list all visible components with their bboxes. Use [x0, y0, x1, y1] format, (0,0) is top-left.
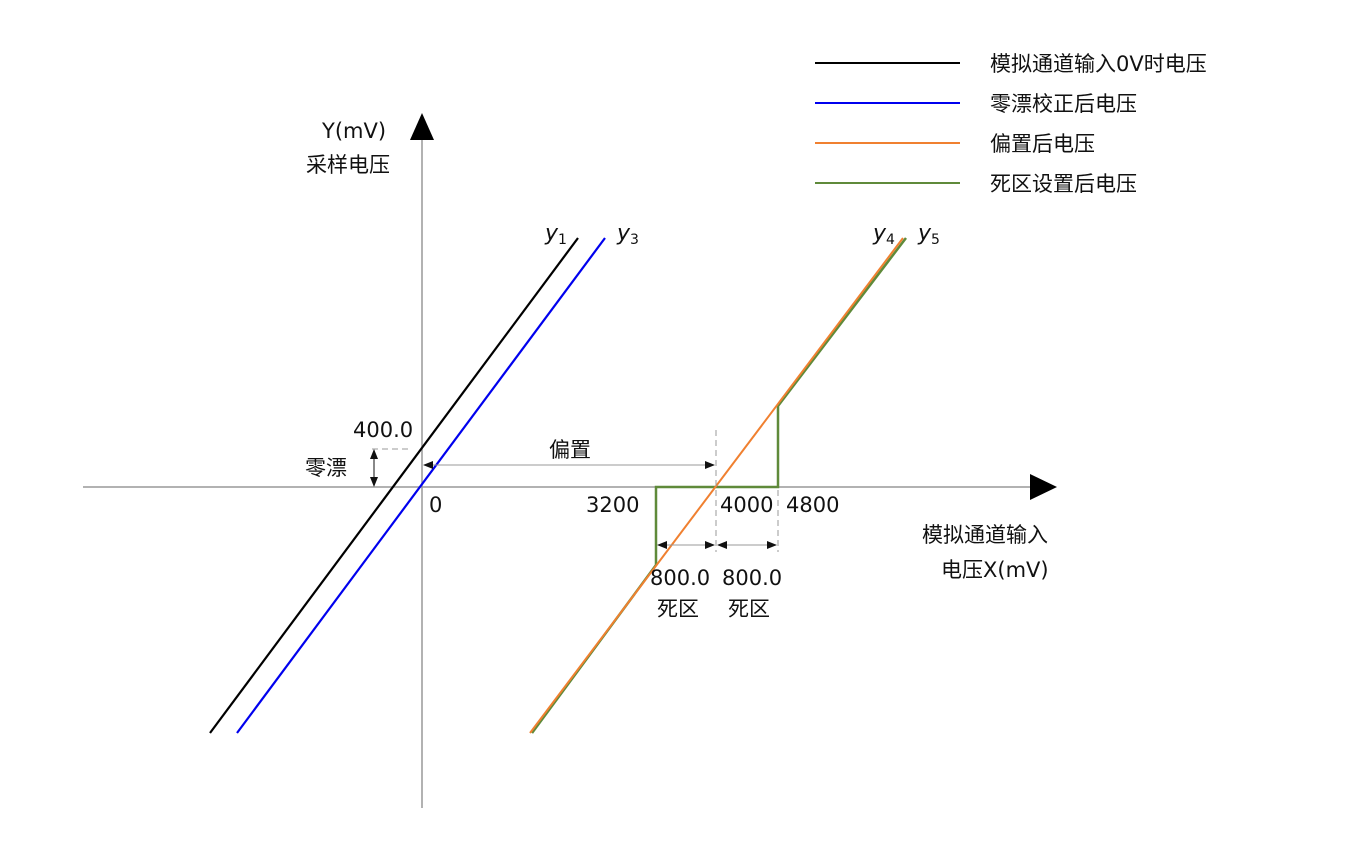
tick-4800: 4800: [786, 493, 839, 517]
curve-label-y3: y3: [616, 221, 639, 248]
deadzone-right-label: 死区: [728, 597, 770, 621]
curve-label-y1: y1: [544, 221, 567, 248]
deadzone-right-value: 800.0: [722, 566, 782, 590]
curve-label-y4: y4: [872, 221, 895, 248]
y-axis-arrow-icon: [410, 113, 434, 140]
deadzone-left-label: 死区: [657, 597, 699, 621]
x-axis-label: 模拟通道输入: [922, 523, 1048, 547]
y-axis-label-cn: 采样电压: [306, 153, 390, 177]
curve-y5: [530, 237, 907, 734]
tick-3200: 3200: [586, 493, 639, 517]
x-axis-arrow-icon: [1030, 474, 1057, 500]
zero-drift-value: 400.0: [353, 418, 413, 442]
curve-label-y5: y5: [917, 221, 940, 248]
tick-0: 0: [429, 493, 442, 517]
x-axis-label-unit: 电压X(mV): [941, 558, 1049, 582]
legend-label-3: 死区设置后电压: [990, 172, 1137, 196]
curve-y1: [209, 237, 579, 734]
offset-label: 偏置: [549, 438, 591, 462]
legend-label-2: 偏置后电压: [990, 132, 1095, 156]
legend: 模拟通道输入0V时电压 零漂校正后电压 偏置后电压 死区设置后电压: [815, 52, 1207, 196]
zero-drift-label: 零漂: [305, 456, 347, 480]
legend-label-1: 零漂校正后电压: [990, 92, 1137, 116]
tick-4000: 4000: [720, 493, 773, 517]
legend-label-0: 模拟通道输入0V时电压: [990, 52, 1207, 76]
curve-y3: [236, 237, 606, 734]
y-axis-label: Y(mV): [321, 119, 386, 143]
deadzone-left-value: 800.0: [650, 566, 710, 590]
